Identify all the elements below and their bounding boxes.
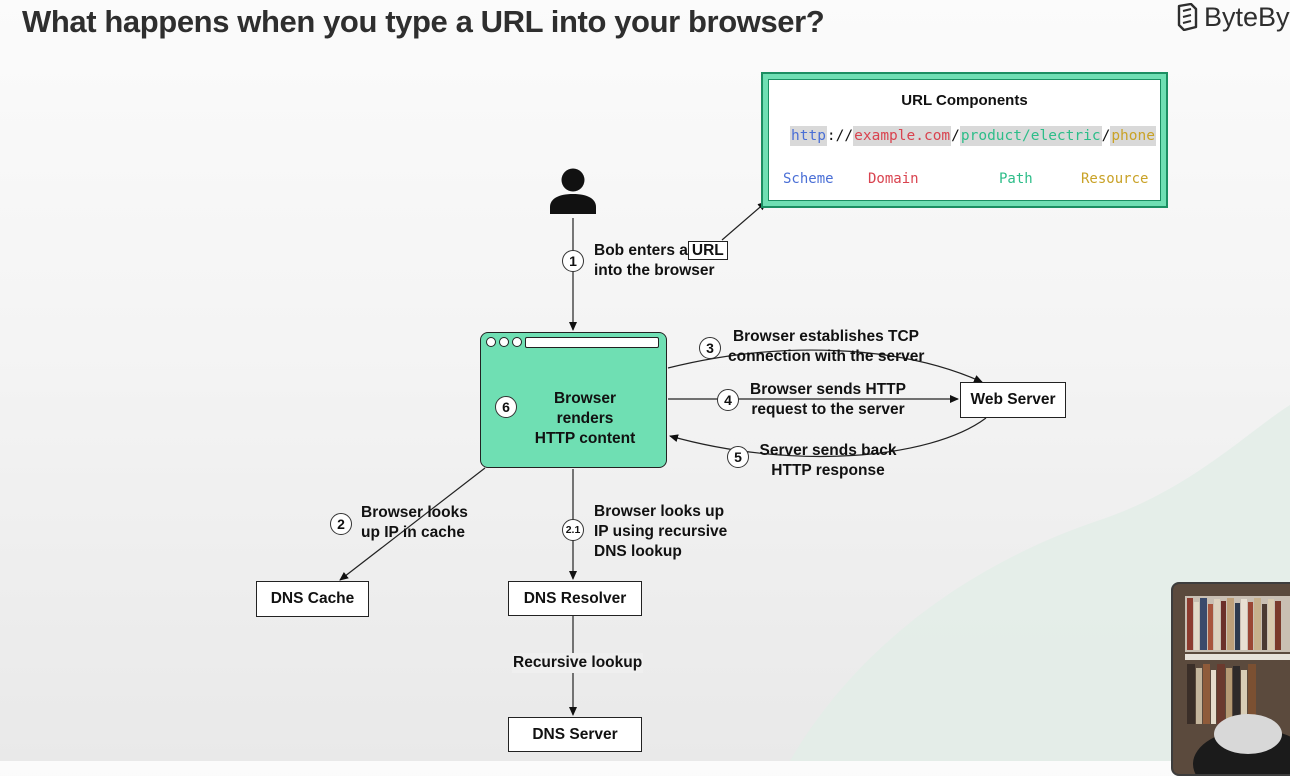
step-2-label: Browser looks up IP in cache xyxy=(361,503,468,543)
step-4-label: Browser sends HTTP request to the server xyxy=(748,380,908,420)
step-2-badge: 2 xyxy=(330,513,352,535)
url-sep-scheme: :// xyxy=(826,128,854,144)
url-sep-path: / xyxy=(1101,128,1111,144)
step-6-line-1: Browser renders xyxy=(553,390,617,427)
label-scheme: Scheme xyxy=(783,171,834,187)
step-1-text-a: Bob enters a xyxy=(594,242,688,259)
url-components-inner: URL Components http://example.com/produc… xyxy=(768,79,1161,201)
step-3-badge: 3 xyxy=(699,337,721,359)
url-domain: example.com xyxy=(853,126,952,146)
step-4-line-1: Browser sends HTTP xyxy=(750,381,906,398)
window-dot-1 xyxy=(486,337,496,347)
arrow-http-response xyxy=(669,417,987,458)
url-keyword-box: URL xyxy=(687,241,728,260)
step-5-badge: 5 xyxy=(727,446,749,468)
step-1-badge: 1 xyxy=(562,250,584,272)
step-5-line-1: Server sends back xyxy=(759,442,897,459)
window-dot-2 xyxy=(499,337,509,347)
step-3-line-1: Browser establishes TCP xyxy=(732,328,920,345)
step-2-line-2: up IP in cache xyxy=(361,524,465,541)
recursive-lookup-label: Recursive lookup xyxy=(512,653,644,673)
step-6-label: Browser renders HTTP content xyxy=(525,389,645,449)
browser-address-bar xyxy=(525,337,659,348)
step-6-line-2: HTTP content xyxy=(534,430,636,447)
dns-resolver-node: DNS Resolver xyxy=(508,581,642,616)
url-components-card: URL Components http://example.com/produc… xyxy=(761,72,1168,208)
dns-server-node: DNS Server xyxy=(508,717,642,752)
brand-logo: ByteByt xyxy=(1176,2,1290,32)
step-2-1-badge: 2.1 xyxy=(562,519,584,541)
step-4-badge: 4 xyxy=(717,389,739,411)
bookshelf-image xyxy=(1173,584,1290,774)
step-2-1-line-1: Browser looks up xyxy=(594,503,725,520)
dns-cache-node: DNS Cache xyxy=(256,581,369,617)
url-example: http://example.com/product/electric/phon… xyxy=(790,126,1156,146)
brand-name: ByteByt xyxy=(1204,1,1290,32)
step-5-line-2: HTTP response xyxy=(771,462,885,479)
step-1-text-b: into the browser xyxy=(594,262,715,279)
step-4-line-2: request to the server xyxy=(751,401,905,418)
arrow-url-to-card xyxy=(721,201,767,241)
step-2-1-line-3: DNS lookup xyxy=(594,543,682,560)
url-path: product/electric xyxy=(959,126,1102,146)
step-6-badge: 6 xyxy=(495,396,517,418)
url-components-title: URL Components xyxy=(901,92,1028,109)
step-3-label: Browser establishes TCP connection with … xyxy=(728,327,924,367)
step-2-1-line-2: IP using recursive xyxy=(594,523,728,540)
bytebyte-logo-icon xyxy=(1177,3,1198,31)
person-icon xyxy=(550,168,596,214)
url-sep-domain: / xyxy=(951,128,960,144)
label-domain: Domain xyxy=(868,171,919,187)
presenter-video-thumbnail xyxy=(1171,582,1290,776)
label-resource: Resource xyxy=(1081,171,1149,187)
step-2-line-1: Browser looks xyxy=(361,504,468,521)
label-path: Path xyxy=(999,171,1033,187)
step-2-1-label: Browser looks up IP using recursive DNS … xyxy=(594,502,727,562)
arrow-to-dns-cache xyxy=(339,467,486,581)
page-title: What happens when you type a URL into yo… xyxy=(22,4,825,39)
web-server-node: Web Server xyxy=(960,382,1066,418)
step-5-label: Server sends back HTTP response xyxy=(758,441,898,481)
window-dot-3 xyxy=(512,337,522,347)
url-resource: phone xyxy=(1110,126,1156,146)
browser-window: 6 Browser renders HTTP content xyxy=(480,332,667,468)
url-scheme: http xyxy=(790,126,827,146)
arrow-tcp-connection xyxy=(667,349,983,383)
step-3-line-2: connection with the server xyxy=(728,348,925,365)
